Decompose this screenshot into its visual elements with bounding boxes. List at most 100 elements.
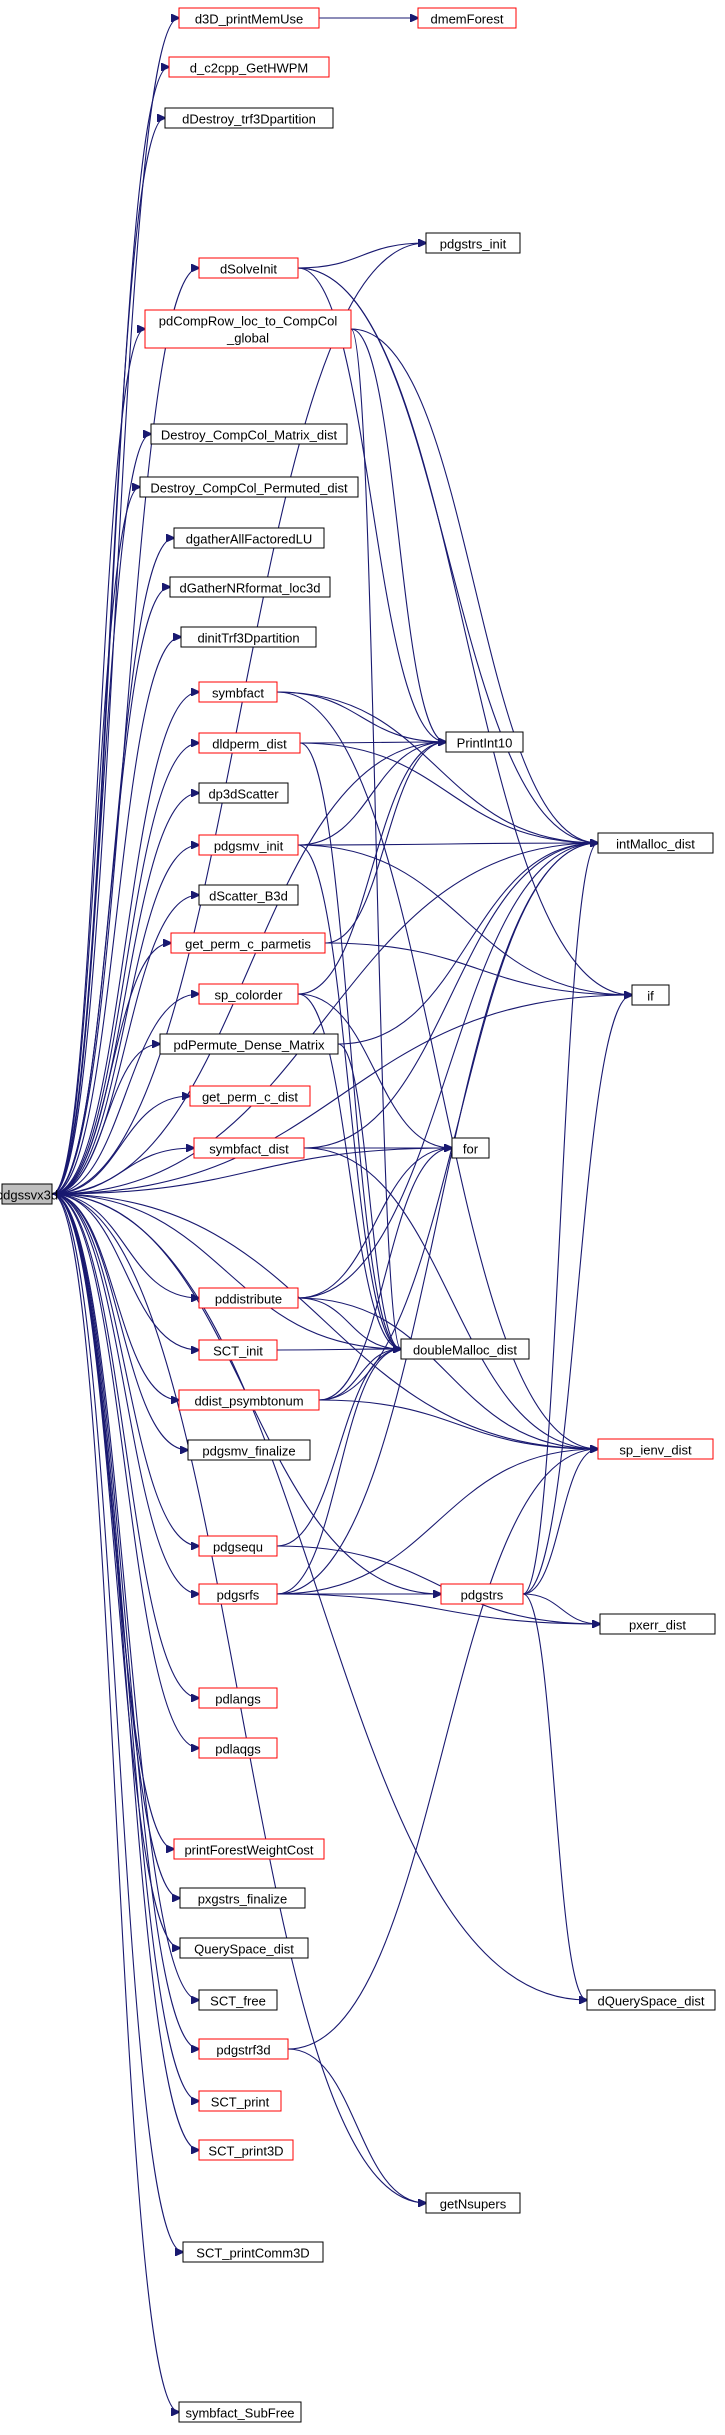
- node-sp_ienv_dist[interactable]: sp_ienv_dist: [597, 1438, 714, 1460]
- node-box: [198, 1583, 278, 1605]
- node-dldperm_dist[interactable]: dldperm_dist: [198, 732, 301, 754]
- node-dinitTrf3Dpartition[interactable]: dinitTrf3Dpartition: [180, 626, 317, 648]
- node-pdgsmv_finalize[interactable]: pdgsmv_finalize: [187, 1439, 311, 1461]
- node-dQuerySpace_dist[interactable]: dQuerySpace_dist: [586, 1989, 716, 2011]
- node-d_c2cpp_GetHWPM[interactable]: d_c2cpp_GetHWPM: [168, 56, 330, 78]
- node-SCT_print[interactable]: SCT_print: [198, 2090, 282, 2112]
- node-label: dDestroy_trf3Dpartition: [182, 112, 316, 127]
- node-box: [198, 2038, 289, 2060]
- node-pdlangs[interactable]: pdlangs: [198, 1687, 278, 1709]
- node-dSolveInit[interactable]: dSolveInit: [198, 257, 299, 279]
- node-label: dSolveInit: [220, 262, 277, 277]
- edge-pdgssvx3d-to-if: [51, 995, 632, 1195]
- node-intMalloc_dist[interactable]: intMalloc_dist: [597, 832, 714, 854]
- node-box: [198, 1287, 299, 1309]
- node-box: [198, 2090, 282, 2112]
- node-box: [144, 309, 352, 349]
- node-Destroy_CompCol_Permuted_dist[interactable]: Destroy_CompCol_Permuted_dist: [139, 476, 359, 498]
- edge-pdCompRow_loc_to_CompCol_global-to-intMalloc_dist: [350, 328, 598, 843]
- node-if[interactable]: if: [631, 984, 670, 1006]
- edge-pdgssvx3d-to-get_perm_c_parmetis: [51, 943, 171, 1195]
- edge-pdgsmv_init-to-doubleMalloc_dist: [297, 844, 401, 1349]
- node-box: [425, 2192, 521, 2214]
- node-dp3dScatter[interactable]: dp3dScatter: [198, 782, 289, 804]
- node-dScatter_B3d[interactable]: dScatter_B3d: [198, 884, 299, 906]
- node-label: pxgstrs_finalize: [198, 1892, 288, 1907]
- node-sp_colorder[interactable]: sp_colorder: [198, 983, 299, 1005]
- node-pdlaqgs[interactable]: pdlaqgs: [198, 1737, 278, 1759]
- node-label: if: [647, 989, 654, 1004]
- edge-pdgssvx3d-to-SCT_print3D: [51, 1193, 199, 2150]
- node-box: [599, 1613, 716, 1635]
- node-SCT_free[interactable]: SCT_free: [198, 1989, 278, 2011]
- node-label: pdCompRow_loc_to_CompCol: [159, 314, 338, 329]
- node-ddist_psymbtonum[interactable]: ddist_psymbtonum: [178, 1389, 320, 1411]
- edge-pdgsmv_init-to-if: [297, 844, 632, 995]
- edge-pdgssvx3d-to-pdgsmv_finalize: [51, 1193, 188, 1450]
- node-label: pdgsmv_init: [214, 839, 284, 854]
- node-d3D_printMemUse[interactable]: d3D_printMemUse: [178, 7, 320, 29]
- edge-ddist_psymbtonum-to-doubleMalloc_dist: [318, 1349, 401, 1401]
- node-label: PrintInt10: [457, 736, 513, 751]
- node-label: symbfact: [212, 686, 264, 701]
- node-Destroy_CompCol_Matrix_dist[interactable]: Destroy_CompCol_Matrix_dist: [150, 423, 348, 445]
- edge-pdgstrf3d-to-getNsupers: [287, 2048, 426, 2203]
- node-symbfact_SubFree[interactable]: symbfact_SubFree: [178, 2401, 302, 2423]
- node-pdgstrs_init[interactable]: pdgstrs_init: [425, 232, 521, 254]
- node-pdgsequ[interactable]: pdgsequ: [198, 1535, 278, 1557]
- node-pdgsrfs[interactable]: pdgsrfs: [198, 1583, 278, 1605]
- node-pxerr_dist[interactable]: pxerr_dist: [599, 1613, 716, 1635]
- node-pdgstrf3d[interactable]: pdgstrf3d: [198, 2038, 289, 2060]
- node-get_perm_c_dist[interactable]: get_perm_c_dist: [189, 1085, 311, 1107]
- node-label: Destroy_CompCol_Permuted_dist: [150, 481, 348, 496]
- node-dDestroy_trf3Dpartition[interactable]: dDestroy_trf3Dpartition: [164, 107, 334, 129]
- edge-pddistribute-to-intMalloc_dist: [297, 843, 598, 1299]
- node-symbfact_dist[interactable]: symbfact_dist: [193, 1137, 305, 1159]
- node-getNsupers[interactable]: getNsupers: [425, 2192, 521, 2214]
- node-label: dgatherAllFactoredLU: [186, 532, 312, 547]
- node-box: [597, 1438, 714, 1460]
- node-pdCompRow_loc_to_CompCol_global[interactable]: pdCompRow_loc_to_CompCol_global: [144, 309, 352, 349]
- edge-pdgsrfs-to-pxerr_dist: [276, 1593, 600, 1624]
- node-QuerySpace_dist[interactable]: QuerySpace_dist: [179, 1937, 309, 1959]
- node-label: pdgsequ: [213, 1540, 263, 1555]
- node-dgatherAllFactoredLU[interactable]: dgatherAllFactoredLU: [173, 527, 325, 549]
- node-PrintInt10[interactable]: PrintInt10: [445, 731, 524, 753]
- edges-layer: [51, 18, 632, 2412]
- node-label: pdgstrs: [461, 1588, 504, 1603]
- node-label: get_perm_c_dist: [202, 1090, 298, 1105]
- node-pdgsmv_init[interactable]: pdgsmv_init: [198, 834, 299, 856]
- node-dmemForest[interactable]: dmemForest: [417, 7, 517, 29]
- node-label: SCT_printComm3D: [196, 2246, 309, 2261]
- node-pdgstrs[interactable]: pdgstrs: [440, 1583, 524, 1605]
- edge-pdgsequ-to-pxerr_dist: [276, 1545, 600, 1624]
- edge-pdgsmv_init-to-intMalloc_dist: [297, 843, 598, 845]
- node-printForestWeightCost[interactable]: printForestWeightCost: [173, 1838, 325, 1860]
- edge-dSolveInit-to-intMalloc_dist: [297, 267, 598, 843]
- node-SCT_printComm3D[interactable]: SCT_printComm3D: [182, 2241, 324, 2263]
- node-symbfact[interactable]: symbfact: [198, 681, 278, 703]
- nodes-layer: pdgssvx3d d3D_printMemUse dmemForest d_c2cp…: [0, 7, 716, 2423]
- node-box: [451, 1137, 490, 1159]
- node-label: SCT_free: [210, 1994, 266, 2009]
- node-box: [139, 476, 359, 498]
- node-pdgssvx3d[interactable]: pdgssvx3d: [0, 1183, 58, 1205]
- node-get_perm_c_parmetis[interactable]: get_perm_c_parmetis: [170, 932, 326, 954]
- node-pxgstrs_finalize[interactable]: pxgstrs_finalize: [179, 1887, 306, 1909]
- node-dGatherNRformat_loc3d[interactable]: dGatherNRformat_loc3d: [169, 576, 331, 598]
- edge-symbfact-to-sp_ienv_dist: [276, 691, 598, 1449]
- node-pddistribute[interactable]: pddistribute: [198, 1287, 299, 1309]
- edge-pdgstrs-to-dQuerySpace_dist: [522, 1593, 587, 2000]
- node-SCT_print3D[interactable]: SCT_print3D: [198, 2139, 294, 2161]
- node-label: symbfact_dist: [209, 1142, 289, 1157]
- node-label: pxerr_dist: [629, 1618, 686, 1633]
- edge-pdgssvx3d-to-SCT_print: [51, 1193, 199, 2101]
- edge-sp_colorder-to-for: [297, 993, 452, 1148]
- node-doubleMalloc_dist[interactable]: doubleMalloc_dist: [400, 1338, 530, 1360]
- node-SCT_init[interactable]: SCT_init: [198, 1339, 278, 1361]
- node-for[interactable]: for: [451, 1137, 490, 1159]
- edge-pdgstrf3d-to-sp_ienv_dist: [287, 1449, 598, 2050]
- edge-pdgssvx3d-to-pdlaqgs: [51, 1193, 199, 1748]
- node-pdPermute_Dense_Matrix[interactable]: pdPermute_Dense_Matrix: [159, 1033, 339, 1055]
- node-box: [170, 932, 326, 954]
